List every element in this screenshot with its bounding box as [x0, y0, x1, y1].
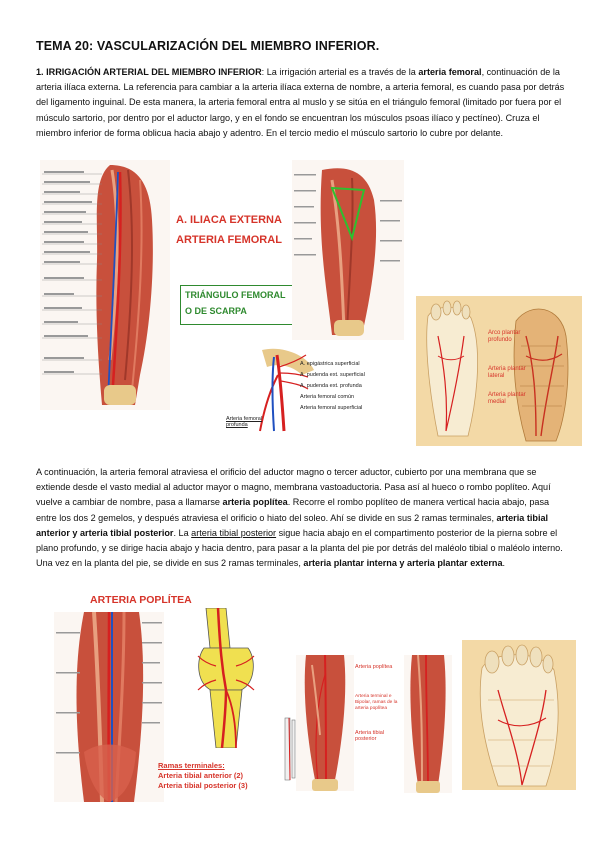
leg-label-tibial-posterior: Arteria tibial posterior: [355, 730, 385, 742]
figure-leg-bones: [280, 716, 300, 782]
label-plantar-medial: Arteria plantar medial: [488, 392, 526, 405]
leg-bones-illustration: [280, 716, 300, 782]
figure-foot-plantar-2: [462, 640, 576, 790]
text-run: , continuación de la arteria ilíaca exte…: [36, 67, 565, 138]
branch-label-5: Arteria femoral superficial: [300, 405, 363, 411]
bold-term-arteria-femoral: arteria femoral: [418, 67, 482, 77]
rama-tibial-posterior: Arteria tibial posterior (3): [158, 781, 248, 790]
underlined-term-tibial-posterior: arteria tibial posterior: [191, 527, 277, 538]
bold-term-plantar: arteria plantar interna y arteria planta…: [303, 558, 503, 569]
figure-foot-plantar-1: [416, 296, 582, 446]
figure-femoral-branches: [222, 345, 332, 433]
triangle-label-box: TRIÁNGULO FEMORAL O DE SCARPA: [180, 285, 294, 325]
branch-label-2: A. pudenda ext. superficial: [300, 372, 365, 378]
label-scarpa: O DE SCARPA: [185, 306, 247, 316]
branch-label-3: A. pudenda ext. profunda: [300, 383, 362, 389]
foot-plantar-illustration: [416, 296, 582, 446]
text-run: . Recorre el rombo poplíteo de manera ve…: [36, 497, 550, 523]
branch-label-4: Arteria femoral común: [300, 394, 355, 400]
text-run: sigue hacia abajo en el compartimento po…: [36, 527, 563, 569]
text-run: .: [502, 558, 506, 569]
paragraph-irrigacion: 1. IRRIGACIÓN ARTERIAL DEL MIEMBRO INFER…: [36, 65, 568, 141]
thigh-illustration: [40, 160, 170, 410]
femoral-branches-illustration: [222, 345, 332, 433]
label-arteria-poplitea-title: ARTERIA POPLÍTEA: [90, 594, 192, 606]
knee-illustration: [186, 608, 268, 748]
branch-label-1: A. epigástrica superficial: [300, 361, 360, 367]
page-title: TEMA 20: VASCULARIZACIÓN DEL MIEMBRO INF…: [36, 39, 380, 53]
label-triangulo-femoral: TRIÁNGULO FEMORAL: [185, 290, 286, 300]
label-femoral-profunda: Arteria femoral profunda: [226, 416, 263, 428]
label-plantar-lateral: Arteria plantar lateral: [488, 366, 526, 379]
bold-term-ramas-terminales: arteria tibial anterior y arteria tibial…: [36, 512, 549, 538]
text-run: A continuación, la arteria femoral atrav…: [36, 467, 551, 508]
figure-thigh-anterior: [40, 160, 170, 410]
text-run: . La: [173, 527, 192, 538]
leg-label-poplitea: Arteria poplítea: [355, 664, 393, 670]
figure-popliteal-thigh: [54, 612, 164, 802]
text-run: : La irrigación arterial es a través de …: [261, 67, 419, 77]
ramas-terminales-title: Ramas terminales:: [158, 761, 225, 770]
label-arco-plantar: Arco plantar profundo: [488, 330, 521, 343]
bold-term-arteria-poplitea: arteria poplítea: [222, 497, 288, 508]
femoral-triangle-illustration: [292, 160, 404, 340]
label-arteria-femoral: ARTERIA FEMORAL: [176, 234, 282, 246]
figure-femoral-triangle: [292, 160, 404, 340]
foot-plantar-2-illustration: [462, 640, 576, 790]
leg-posterior-illustration: [296, 655, 354, 791]
figure-knee-yellow: [186, 608, 268, 748]
leg-anterior-illustration: [404, 655, 452, 793]
figure-leg-anterior: [404, 655, 452, 793]
leg-label-ramas: Arteria terminal e Bipolar, ramas de la …: [355, 694, 398, 711]
popliteal-thigh-illustration: [54, 612, 164, 802]
rama-tibial-anterior: Arteria tibial anterior (2): [158, 771, 244, 780]
section-heading: 1. IRRIGACIÓN ARTERIAL DEL MIEMBRO INFER…: [36, 67, 262, 77]
label-iliaca-externa: A. ILIACA EXTERNA: [176, 214, 282, 226]
paragraph-poplitea: A continuación, la arteria femoral atrav…: [36, 465, 568, 571]
figure-leg-posterior: [296, 655, 354, 791]
